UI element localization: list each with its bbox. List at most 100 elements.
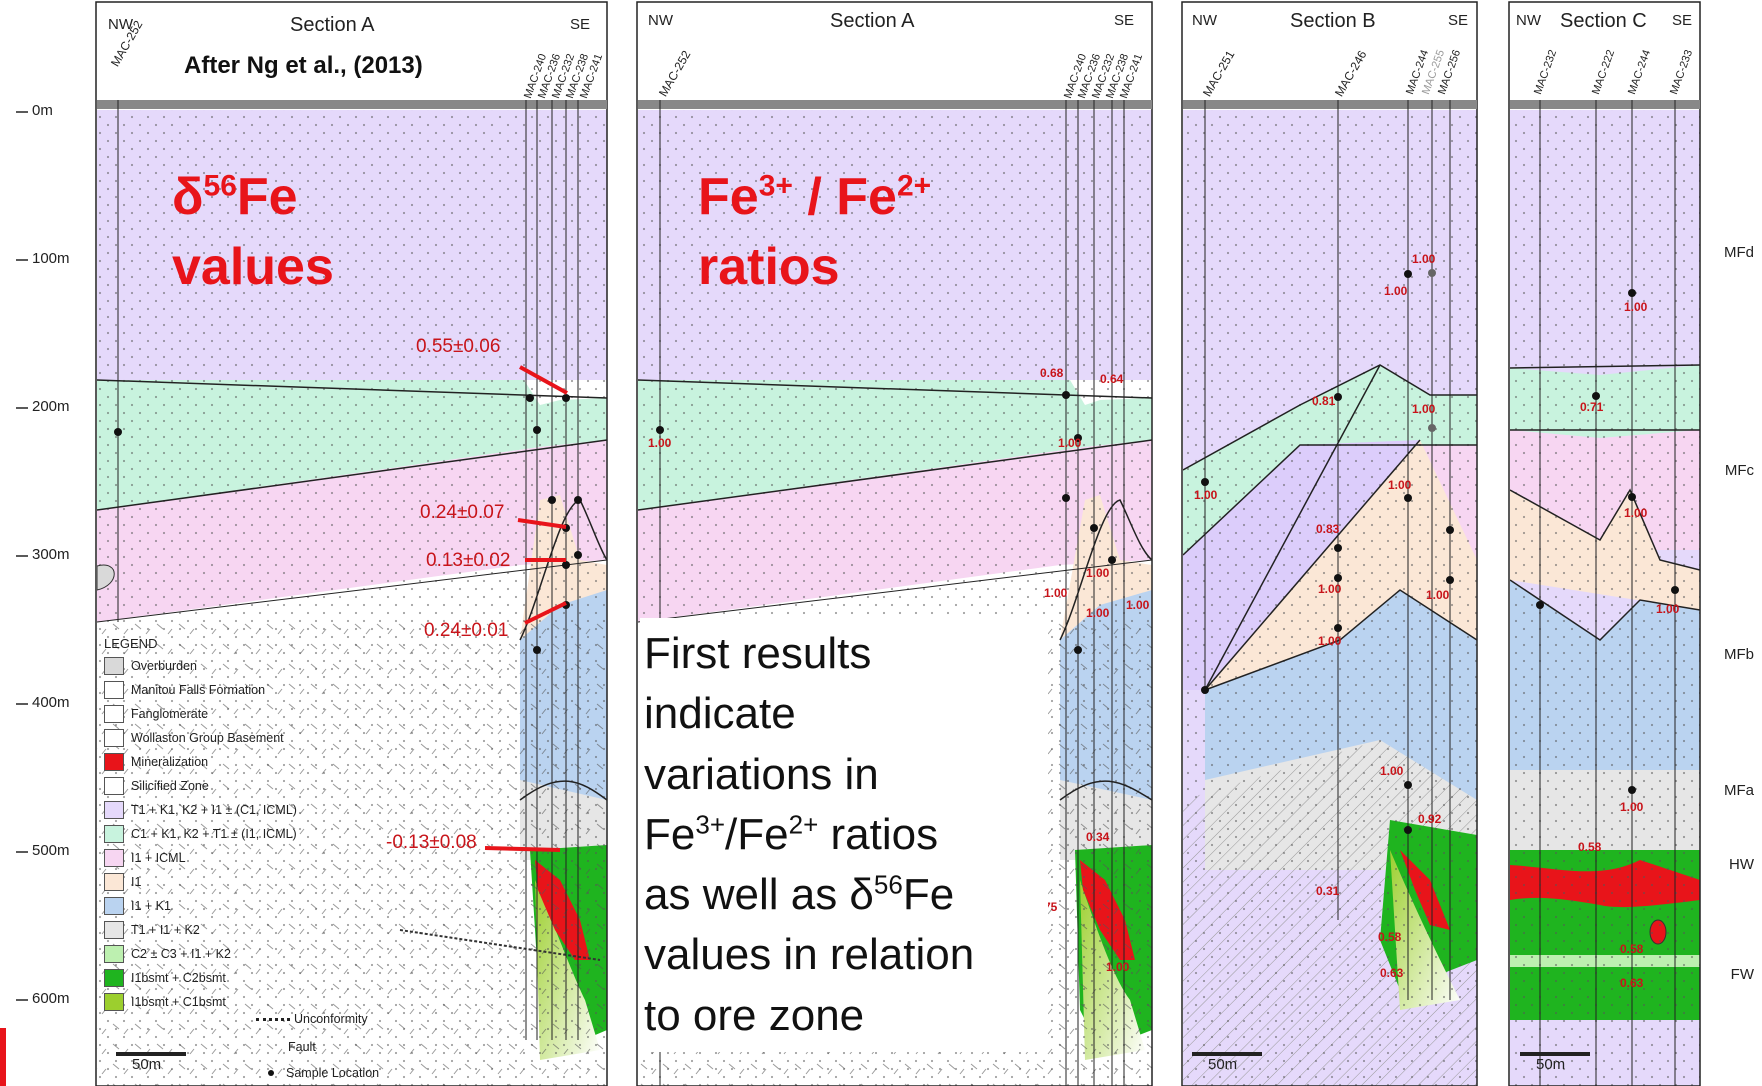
unit-label: MFc	[1724, 462, 1754, 479]
depth-label: 0m	[32, 102, 53, 119]
ratio-label: 1.00	[1044, 586, 1068, 600]
panel-section-c	[1510, 110, 1700, 1086]
legend-label: I1bsmt + C2bsmt	[131, 971, 226, 985]
callout-line: First results	[644, 629, 872, 678]
legend-item: I1	[104, 872, 141, 892]
delta-value-label: -0.13±0.08	[386, 832, 477, 853]
ratio-label: 1.00	[1656, 602, 1680, 616]
ratio-heading: Fe3+ / Fe2+ ratios	[698, 168, 932, 297]
legend-swatch	[104, 969, 124, 987]
legend-item: Silicified Zone	[104, 776, 209, 796]
legend-label: I1	[131, 875, 142, 889]
legend-swatch	[104, 921, 124, 939]
legend-item: I1 + K1	[104, 896, 171, 916]
ratio-label: 0.68	[1040, 366, 1064, 380]
legend-item: I1bsmt + C1bsmt	[104, 992, 226, 1012]
legend-item: I1bsmt + C2bsmt	[104, 968, 226, 988]
ratio-label: 0.58	[1620, 942, 1644, 956]
ratio-label: 1.00	[1388, 478, 1412, 492]
legend-label: Wollaston Group Basement	[131, 731, 284, 745]
legend-item: C2 ± C3 + I1 + K2	[104, 944, 231, 964]
ratio-label: 1.00	[1086, 566, 1110, 580]
scale-bar-label: 50m	[1208, 1056, 1238, 1073]
legend-item: Wollaston Group Basement	[104, 728, 284, 748]
ratio-label: 0.31	[1316, 884, 1340, 898]
legend-item: Fanglomerate	[104, 704, 208, 724]
legend-label: C1 + K1, K2 + T1 ± (I1, ICML)	[131, 827, 297, 841]
ratio-label: 0.58	[1578, 840, 1602, 854]
unit-label: HW	[1729, 856, 1754, 873]
ratio-label: 0.81	[1312, 394, 1336, 408]
ratio-label: 1.00	[1624, 300, 1648, 314]
panel-title: Section A	[290, 14, 375, 36]
legend-title: LEGEND	[104, 636, 158, 651]
ratio-label: 1.00	[1620, 800, 1644, 814]
ratio-label: 1.00	[1318, 582, 1342, 596]
ratio-label: 0.64	[1100, 372, 1124, 386]
legend-swatch	[104, 729, 124, 747]
surface-bars	[97, 100, 1700, 109]
panel-left-direction: NW	[648, 12, 673, 29]
unit-label: MFd	[1724, 244, 1754, 261]
legend-label: I1 + ICML	[131, 851, 186, 865]
ratio-label: 1.00	[1426, 588, 1450, 602]
callout-line: to ore zone	[644, 990, 865, 1040]
legend-label: Fanglomerate	[131, 707, 209, 721]
legend-symbol-fault: Fault	[288, 1040, 316, 1054]
legend-label: Overburden	[131, 659, 198, 673]
callout-line: values in relation	[644, 930, 975, 980]
ratio-label: 1.00	[1412, 252, 1436, 266]
unconformity-icon	[256, 1017, 290, 1021]
legend-label: Mineralization	[131, 755, 209, 769]
delta-value-label: 0.24±0.07	[420, 502, 505, 523]
legend-swatch	[104, 705, 124, 723]
legend-swatch	[104, 849, 124, 867]
ratio-label: 1.00	[1318, 634, 1342, 648]
legend-item: T1 + I1 + K2	[104, 920, 200, 940]
panel-section-b	[1183, 110, 1477, 1086]
ratio-label: 1.00	[1106, 960, 1130, 974]
callout-line: Fe3+/Fe2+ ratios	[644, 809, 939, 859]
legend-label: Silicified Zone	[131, 779, 209, 793]
ratio-label: 0.92	[1418, 812, 1442, 826]
panel-title: Section A	[830, 10, 915, 32]
legend-item: T1 + K1, K2 + I1 ± (C1, ICML)	[104, 800, 297, 820]
legend-swatch	[104, 873, 124, 891]
ratio-label: 1.00	[1126, 598, 1150, 612]
ratio-label: 1.00	[648, 436, 672, 450]
depth-label: 600m	[32, 990, 70, 1007]
legend-swatch	[104, 753, 124, 771]
panel-title: Section B	[1290, 10, 1376, 32]
panel-title: Section C	[1560, 10, 1647, 32]
panel-left-direction: NW	[1516, 12, 1541, 29]
legend-symbol-sample: Sample Location	[268, 1066, 379, 1080]
slide-accent-bar	[0, 1028, 6, 1086]
depth-label: 100m	[32, 250, 70, 267]
ratio-label: 0.63	[1380, 966, 1404, 980]
sample-location-icon	[268, 1070, 274, 1076]
legend-swatch	[104, 945, 124, 963]
legend-item: Manitou Falls Formation	[104, 680, 265, 700]
ratio-label: 1.00	[1380, 764, 1404, 778]
legend-item: I1 + ICML	[104, 848, 186, 868]
delta-value-label: 0.13±0.02	[426, 550, 511, 571]
callout-line: variations in	[644, 749, 879, 799]
legend-item: C1 + K1, K2 + T1 ± (I1, ICML)	[104, 824, 297, 844]
ratio-label: 1.00	[1194, 488, 1218, 502]
ratio-label: 0.63	[1620, 976, 1644, 990]
legend-swatch	[104, 681, 124, 699]
ratio-label: 0.58	[1378, 930, 1402, 944]
callout-line: indicate	[644, 689, 796, 739]
callout-box: First results indicate variations in Fe3…	[640, 618, 1048, 1052]
legend-symbol-unconformity: Unconformity	[256, 1012, 368, 1026]
scale-bar-label: 50m	[1536, 1056, 1566, 1073]
ratio-label: 1.00	[1384, 284, 1408, 298]
legend-label: I1 + K1	[131, 899, 171, 913]
ratio-label: 1.00	[1624, 506, 1648, 520]
callout-line: as well as δ56Fe	[644, 869, 955, 920]
panel-section-a-delta	[97, 110, 607, 1086]
panel-frames	[95, 1, 1701, 1086]
panel-left-direction: NW	[1192, 12, 1217, 29]
ratio-label: 1.00	[1086, 606, 1110, 620]
